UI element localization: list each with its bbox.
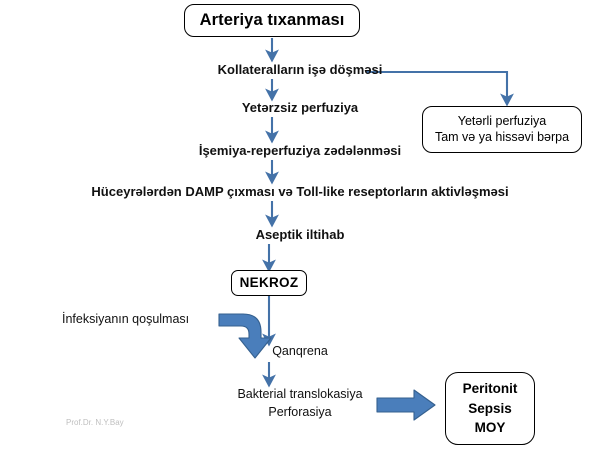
node-peritonitis-sepsis-mof[interactable]: Peritonit Sepsis MOY — [445, 372, 535, 445]
node-ischemia-reperfusion-injury: İşemiya-reperfuziya zədələnməsi — [0, 143, 600, 159]
node-label: Perforasiya — [268, 405, 332, 419]
watermark-text: Prof.Dr. N.Y.Bay — [66, 418, 124, 427]
node-gangrene: Qanqrena — [0, 344, 600, 359]
author-watermark: Prof.Dr. N.Y.Bay — [66, 418, 124, 428]
node-label: Kollateralların işə döşməsi — [217, 62, 383, 77]
node-label: NEKROZ — [239, 274, 299, 290]
node-label: Arteriya tıxanması — [199, 11, 345, 30]
node-label-line3: MOY — [474, 420, 506, 436]
node-label-line2: Sepsis — [468, 400, 512, 416]
node-necrosis[interactable]: NEKROZ — [231, 270, 307, 296]
node-label: Hüceyrələrdən DAMP çıxması və Toll-like … — [91, 184, 509, 199]
node-label: Qanqrena — [272, 344, 328, 358]
node-label: İşemiya-reperfuziya zədələnməsi — [198, 143, 402, 158]
node-label-line1: Yetərli perfuziya — [457, 114, 547, 129]
node-infection-superimposed: İnfeksiyanın qoşulması — [62, 312, 189, 327]
node-collateral-activation: Kollateralların işə döşməsi — [0, 62, 600, 78]
node-label-line2: Tam və ya hissəvi bərpa — [434, 129, 570, 144]
block-arrow-infection-elbow — [218, 313, 272, 359]
node-sufficient-perfusion-recovery[interactable]: Yetərli perfuziya Tam və ya hissəvi bərp… — [422, 106, 582, 153]
node-perforation: Perforasiya — [0, 405, 600, 420]
connector-kollateral-to-perfusion — [366, 70, 514, 107]
node-arterial-occlusion[interactable]: Arteriya tıxanması — [184, 4, 360, 37]
node-label: Yetərzsiz perfuziya — [241, 100, 359, 115]
node-label: İnfeksiyanın qoşulması — [62, 312, 190, 326]
node-insufficient-perfusion: Yetərzsiz perfuziya — [0, 100, 600, 116]
node-label: Bakterial translokasiya — [237, 387, 363, 401]
node-damp-release-tlr-activation: Hüceyrələrdən DAMP çıxması və Toll-like … — [0, 184, 600, 200]
node-label-line1: Peritonit — [462, 381, 518, 397]
node-bacterial-translocation: Bakterial translokasiya — [0, 387, 600, 402]
node-aseptic-inflammation: Aseptik iltihab — [0, 227, 600, 243]
node-label: Aseptik iltihab — [255, 227, 345, 242]
block-arrow-to-outcome — [376, 389, 436, 421]
